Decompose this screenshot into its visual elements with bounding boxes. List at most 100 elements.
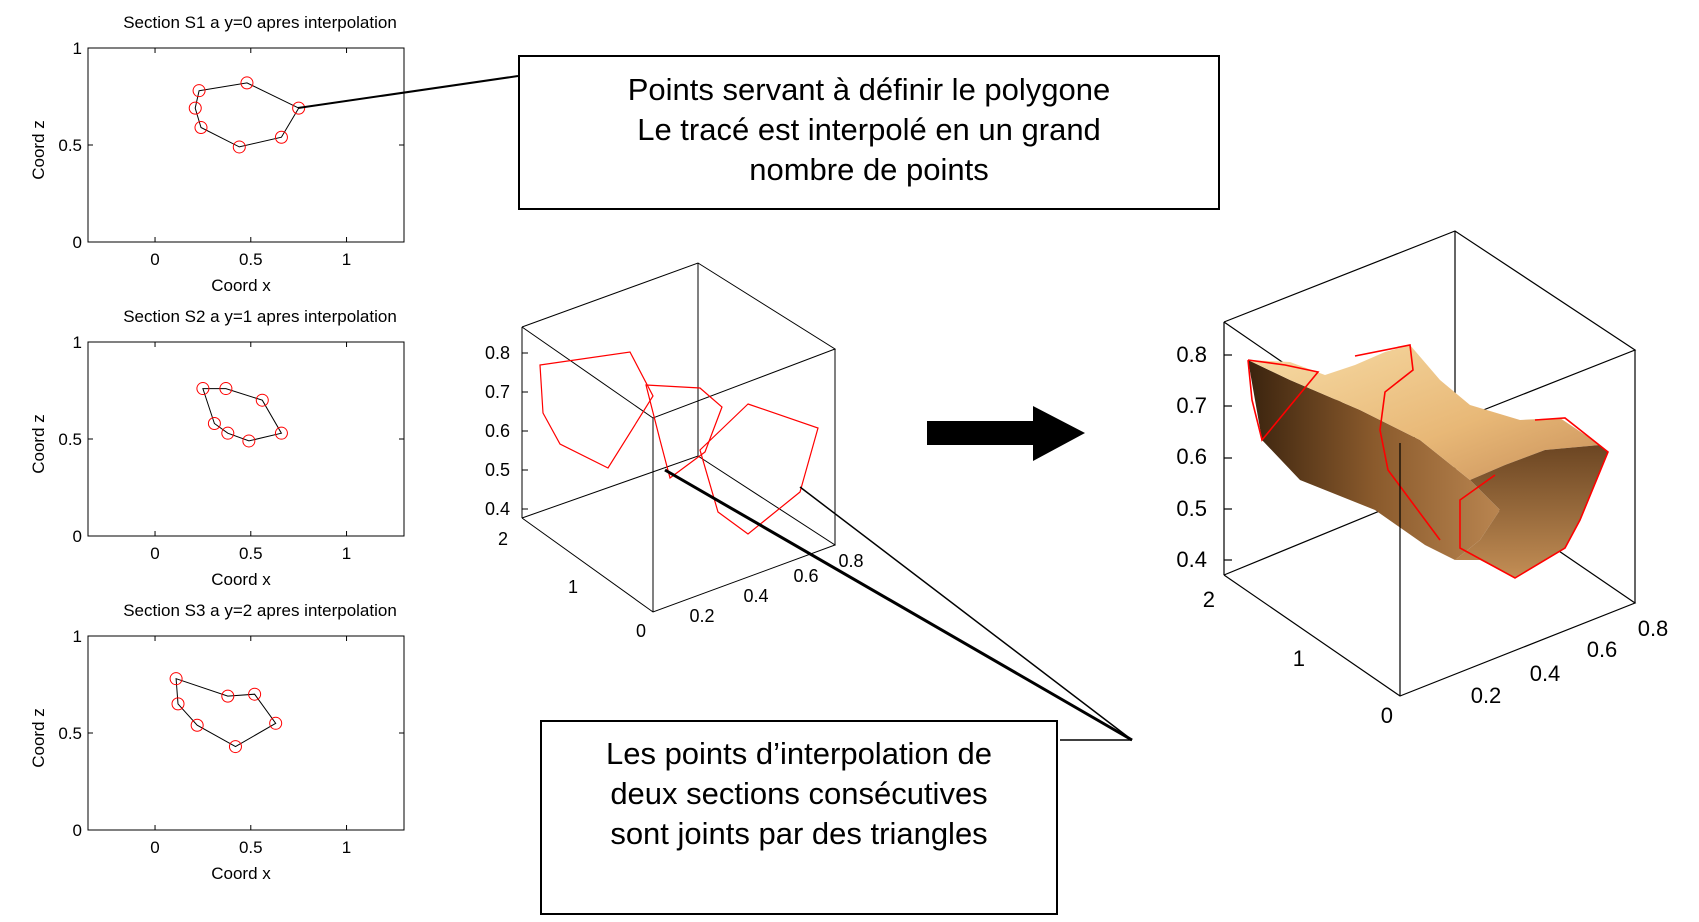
section-outline-3d [1459, 417, 1609, 579]
z-tick: 0.6 [1176, 444, 1207, 469]
y-tick-label: 1 [73, 39, 82, 58]
section-outline-3d [539, 351, 654, 469]
box-edge [521, 262, 837, 419]
x-axis-label: Coord x [211, 276, 271, 295]
callout-bottom-line1: Les points d’interpolation de [605, 736, 993, 771]
data-point-marker [292, 101, 306, 115]
z-tick: 0.4 [1176, 547, 1207, 572]
right-arrow-icon [927, 406, 1085, 461]
y-tick-label: 0.5 [58, 136, 82, 155]
z-tick: 0.8 [485, 343, 510, 363]
x-tick: 0.8 [1638, 616, 1669, 641]
x-axis-label: Coord x [211, 570, 271, 589]
surface-left-face [1248, 360, 1500, 560]
callout-bottom: Les points d’interpolation de deux secti… [540, 720, 1058, 915]
x-tick-label: 0 [150, 250, 159, 269]
callout-top: Points servant à définir le polygone Le … [518, 55, 1220, 210]
callout-top-line1: Points servant à définir le polygone [627, 72, 1111, 107]
plot-title: Section S2 a y=1 apres interpolation [123, 307, 397, 326]
x-tick-label: 0 [150, 838, 159, 857]
x-tick: 0.4 [1530, 661, 1561, 686]
z-tick: 0.8 [1176, 342, 1207, 367]
section-polygon [194, 82, 300, 148]
z-tick: 0.5 [1176, 496, 1207, 521]
y-tick-label: 1 [73, 627, 82, 646]
leader-line-bottom [799, 486, 1133, 741]
plot-title: Section S1 a y=0 apres interpolation [123, 13, 397, 32]
y-tick-label: 0.5 [58, 724, 82, 743]
x-tick: 0.4 [743, 586, 768, 606]
surface-front-face [1455, 445, 1608, 578]
section-plot-s1: Section S1 a y=0 apres interpolation 0 0.5… [29, 13, 405, 295]
callout-top-line3: nombre de points [749, 152, 989, 187]
y-tick: 1 [568, 577, 578, 597]
x-tick: 0.6 [1587, 637, 1618, 662]
x-tick: 0.2 [1471, 683, 1502, 708]
data-point-marker [171, 697, 185, 711]
y-tick-label: 0 [73, 821, 82, 840]
x-tick: 0.8 [838, 551, 863, 571]
x-tick-label: 1 [342, 544, 351, 563]
data-point-marker [194, 121, 208, 135]
data-point-marker [232, 140, 246, 154]
y-axis-label: Coord z [29, 414, 48, 474]
y-tick-label: 1 [73, 333, 82, 352]
y-axis-label: Coord z [29, 120, 48, 180]
data-point-marker [192, 84, 206, 98]
surface-top-face [1248, 345, 1600, 480]
section-plot-s2: Section S2 a y=1 apres interpolation 0 0.5… [29, 307, 405, 589]
y-tick: 1 [1293, 646, 1305, 671]
box-edge [521, 455, 837, 613]
data-point-marker [188, 101, 202, 115]
z-tick: 0.7 [485, 382, 510, 402]
section-outline-3d [1354, 344, 1441, 541]
data-point-marker [207, 416, 221, 430]
section-outline-3d [645, 384, 723, 480]
data-point-marker [219, 382, 233, 396]
x-tick-label: 0 [150, 544, 159, 563]
data-point-marker [221, 689, 235, 703]
data-point-marker [190, 718, 204, 732]
leader-line-bottom [664, 468, 1133, 742]
x-tick-label: 1 [342, 838, 351, 857]
data-point-marker [242, 434, 256, 448]
y-tick-label: 0 [73, 527, 82, 546]
z-tick: 0.6 [485, 421, 510, 441]
data-point-marker [248, 687, 262, 701]
x-tick-label: 1 [342, 250, 351, 269]
z-tick: 0.4 [485, 499, 510, 519]
data-point-marker [221, 426, 235, 440]
y-tick: 2 [1203, 587, 1215, 612]
section-plot-s3: Section S3 a y=2 apres interpolation 0 0.5… [29, 601, 405, 883]
surface-3d-plot: 0.8 0.7 0.6 0.5 0.4 2 1 0 0.2 0.4 0.6 0.… [1176, 230, 1669, 728]
y-tick: 0 [1381, 703, 1393, 728]
data-point-marker [196, 382, 210, 396]
plot-frame [87, 341, 405, 537]
section-polygon [175, 677, 277, 748]
data-point-marker [169, 672, 183, 686]
z-tick: 0.7 [1176, 393, 1207, 418]
data-point-marker [255, 393, 269, 407]
x-tick-label: 0.5 [239, 250, 263, 269]
data-point-marker [240, 76, 254, 90]
plot-frame [87, 635, 405, 831]
y-tick-label: 0.5 [58, 430, 82, 449]
x-tick-label: 0.5 [239, 838, 263, 857]
y-tick: 2 [498, 529, 508, 549]
x-axis-label: Coord x [211, 864, 271, 883]
data-point-marker [228, 740, 242, 754]
z-tick: 0.5 [485, 460, 510, 480]
y-tick-label: 0 [73, 233, 82, 252]
data-point-marker [269, 716, 283, 730]
leader-line-top [297, 75, 519, 109]
data-point-marker [274, 426, 288, 440]
plot-title: Section S3 a y=2 apres interpolation [123, 601, 397, 620]
x-tick: 0.6 [793, 566, 818, 586]
callout-bottom-line2: deux sections consécutives [610, 776, 988, 811]
callout-top-line2: Le tracé est interpolé en un grand [637, 112, 1101, 147]
section-outline-3d [699, 403, 819, 535]
section-outline-3d [1247, 359, 1320, 442]
callout-bottom-line3: sont joints par des triangles [610, 816, 988, 851]
y-tick: 0 [636, 621, 646, 641]
